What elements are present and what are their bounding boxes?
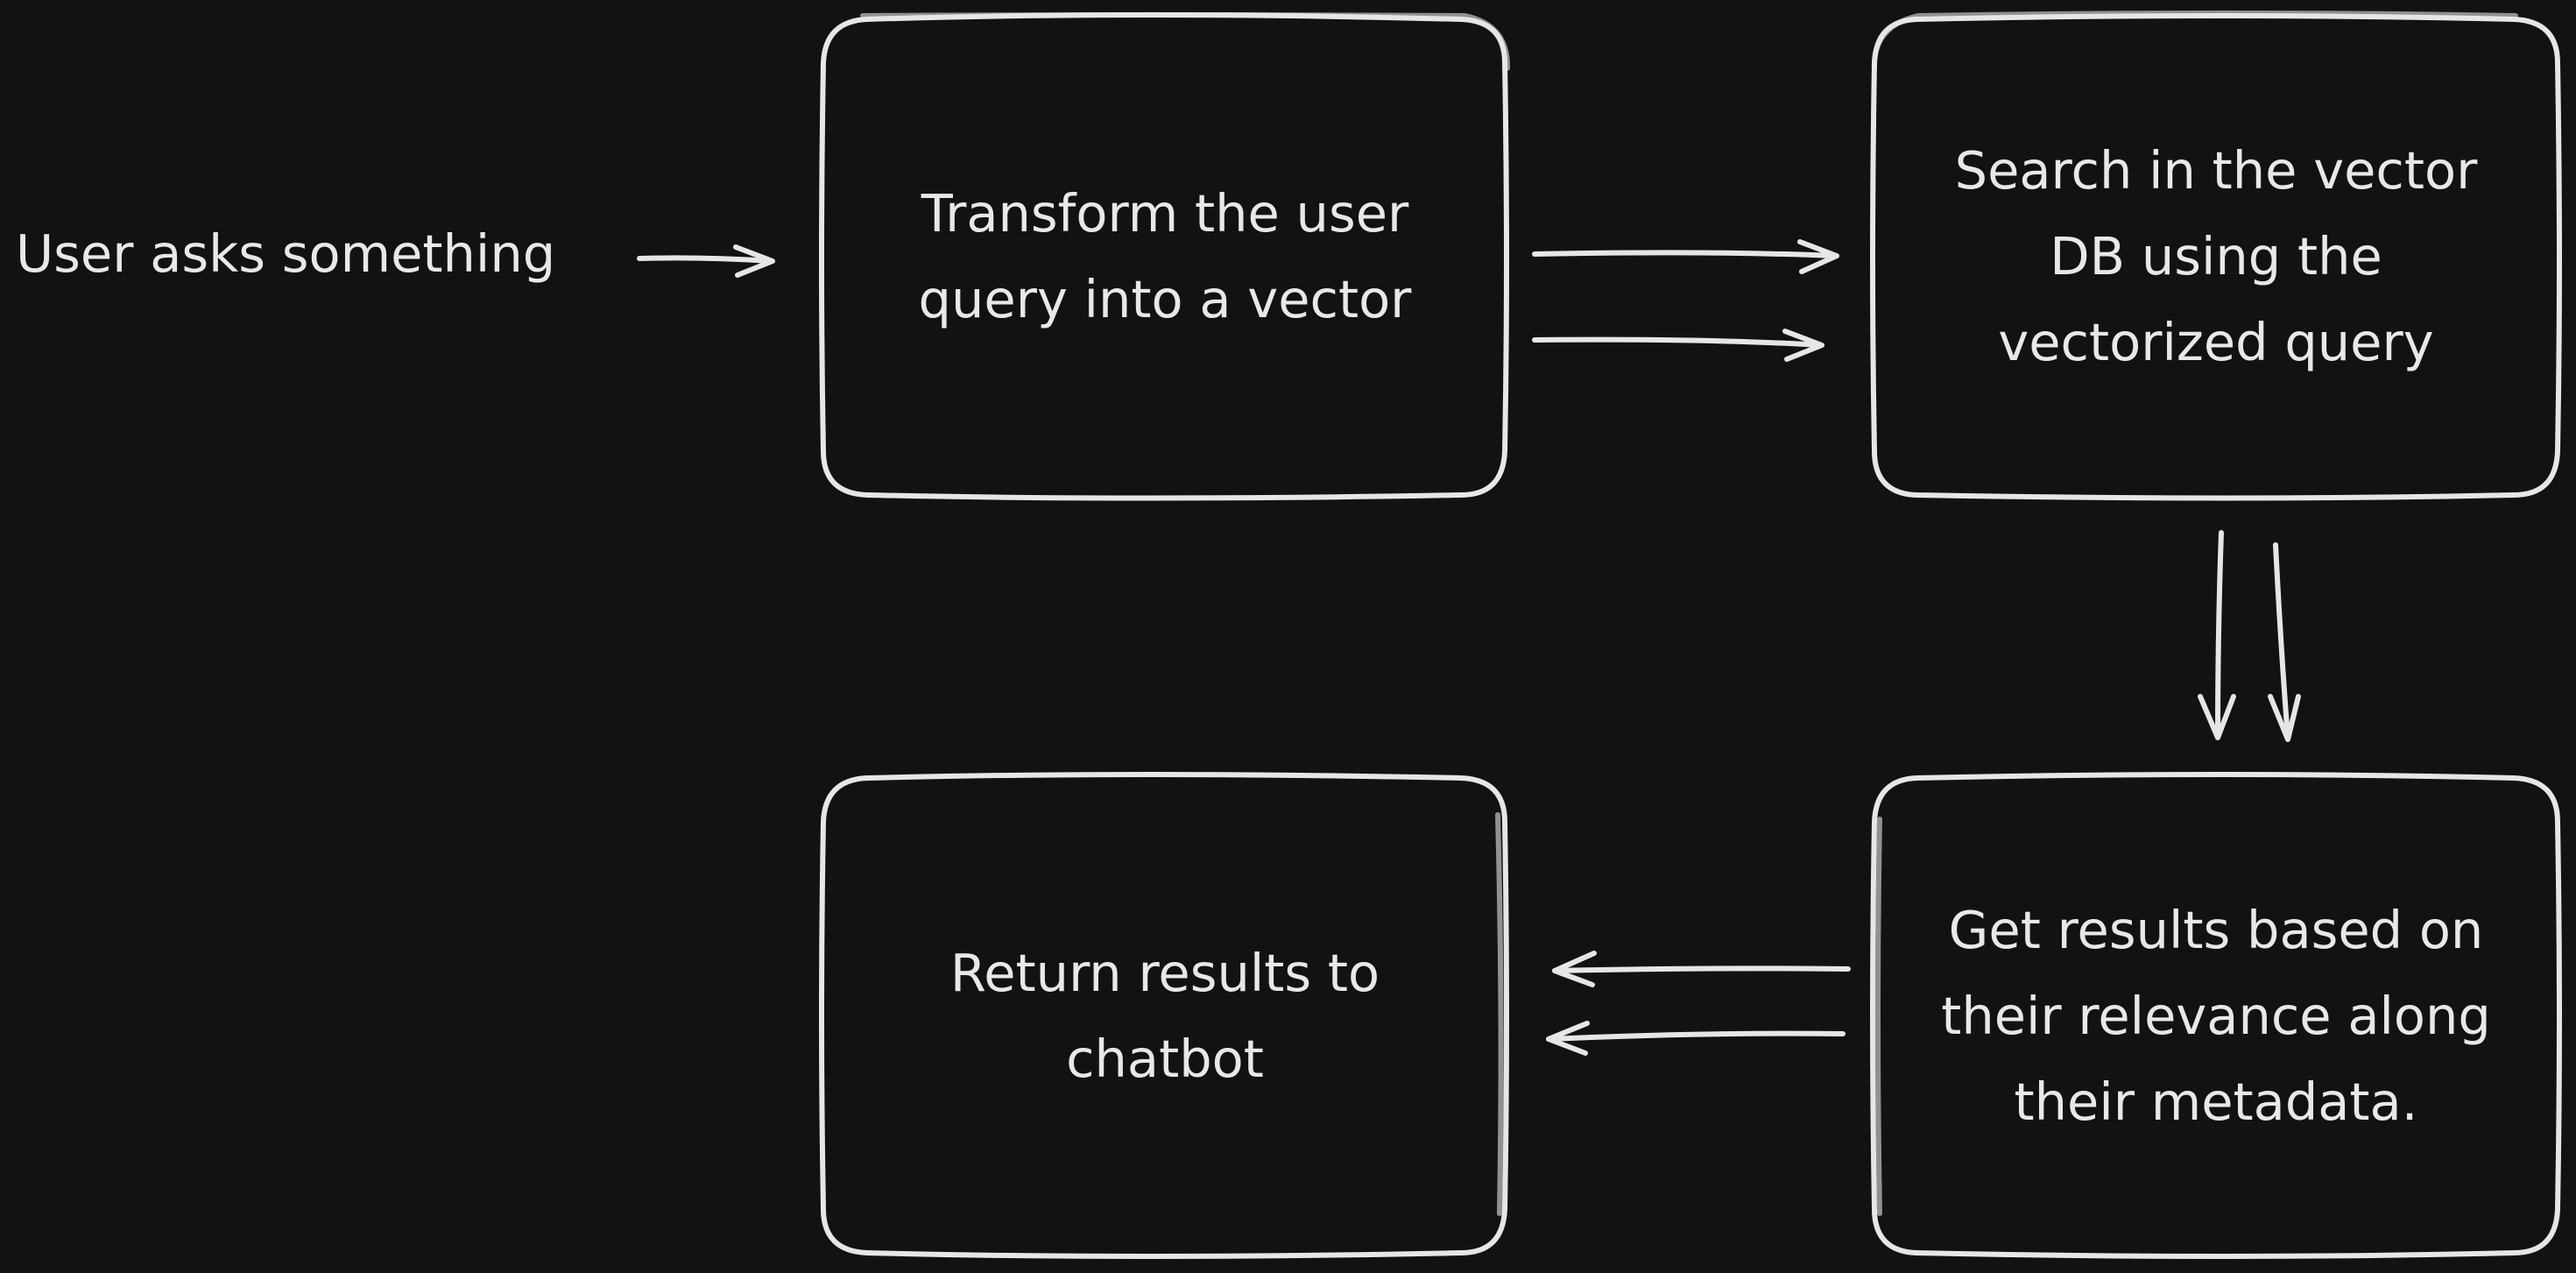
arrow-get-to-return (1546, 951, 1851, 1056)
step-search: Search in the vector DB using the vector… (1874, 18, 2558, 495)
box-outline-search (1870, 11, 2562, 501)
step-search-label: Search in the vector DB using the vector… (1954, 139, 2478, 372)
arrow-search-to-get (2198, 530, 2301, 742)
box-outline-transform (819, 12, 1511, 501)
step-return-results-label: Return results to chatbot (949, 942, 1380, 1089)
step-transform: Transform the user query into a vector (823, 18, 1507, 495)
step-get-results: Get results based on their relevance alo… (1874, 777, 2558, 1255)
step-user-asks: User asks something (0, 210, 631, 298)
step-get-results-label: Get results based on their relevance alo… (1941, 899, 2491, 1132)
box-outline-get (1870, 772, 2562, 1259)
arrow-transform-to-search (1532, 239, 1839, 362)
step-user-asks-label: User asks something (16, 223, 556, 284)
step-return-results: Return results to chatbot (823, 777, 1507, 1255)
box-outline-return (819, 772, 1509, 1259)
step-transform-label: Transform the user query into a vector (918, 182, 1412, 329)
arrow-user-to-transform (637, 244, 775, 278)
